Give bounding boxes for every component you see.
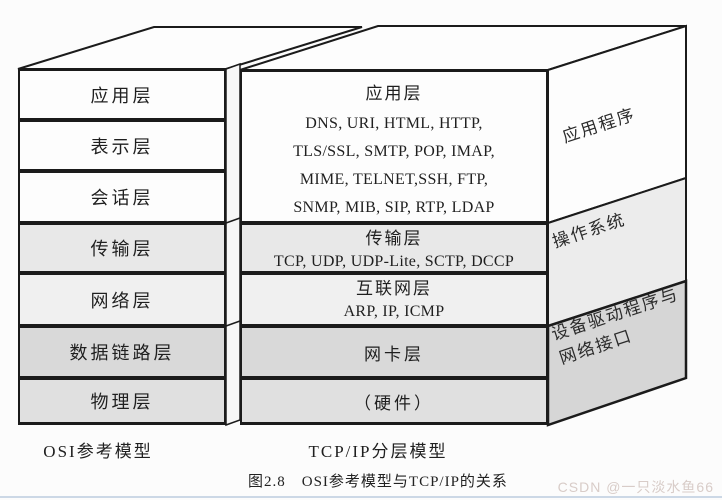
osi-model-label: OSI参考模型 [43, 442, 153, 461]
tcpip-row-title: （硬件） [354, 393, 434, 413]
osi-layer-label: 网络层 [90, 290, 154, 311]
osi-layer-physical: 物理层 [18, 378, 226, 425]
osi-layer-label: 应用层 [90, 85, 154, 106]
protocol-line: ARP, IP, ICMP [343, 303, 445, 320]
osi-layer-session: 会话层 [18, 171, 226, 223]
protocol-line: SNMP, MIB, SIP, RTP, LDAP [293, 199, 495, 216]
tcpip-row-hardware: （硬件） [240, 378, 548, 425]
osi-layer-label: 表示层 [90, 136, 154, 157]
osi-layer-label: 数据链路层 [69, 343, 175, 363]
tcpip-row-title: 传输层 [365, 229, 423, 248]
tcpip-row-application: 应用层 DNS, URI, HTML, HTTP, TLS/SSL, SMTP,… [240, 70, 548, 223]
side-face-driver [546, 279, 688, 427]
osi-layer-presentation: 表示层 [18, 120, 226, 171]
tcpip-row-title: 互联网层 [356, 279, 432, 298]
tcpip-row-internet: 互联网层 ARP, IP, ICMP [240, 273, 548, 326]
page-bottom-rule [0, 496, 722, 498]
osi-side-sliver-divider-1 [225, 217, 241, 224]
osi-layer-application: 应用层 [18, 69, 226, 120]
osi-layer-label: 传输层 [90, 239, 154, 259]
tcpip-row-title: 网卡层 [364, 344, 424, 364]
csdn-watermark: CSDN @一只淡水鱼66 [557, 479, 714, 495]
tcpip-row-transport: 传输层 TCP, UDP, UDP-Lite, SCTP, DCCP [240, 223, 548, 273]
tcpip-row-netcard: 网卡层 [240, 326, 548, 378]
protocol-line: MIME, TELNET,SSH, FTP, [299, 171, 489, 188]
osi-layer-datalink: 数据链路层 [18, 326, 226, 378]
tcpip-model-label: TCP/IP分层模型 [308, 442, 448, 461]
protocol-line: TLS/SSL, SMTP, POP, IMAP, [293, 143, 495, 160]
osi-side-sliver-divider-2 [225, 320, 241, 327]
osi-layer-label: 会话层 [90, 188, 154, 208]
figure-caption: 图2.8 OSI参考模型与TCP/IP的关系 [248, 474, 508, 490]
protocol-line: DNS, URI, HTML, HTTP, [305, 115, 483, 132]
protocol-line: TCP, UDP, UDP-Lite, SCTP, DCCP [273, 253, 515, 270]
osi-layer-transport: 传输层 [18, 223, 226, 273]
osi-layer-label: 物理层 [90, 392, 154, 412]
osi-side-sliver [225, 62, 241, 427]
osi-layer-network: 网络层 [18, 273, 226, 326]
tcpip-row-title: 应用层 [365, 84, 423, 103]
